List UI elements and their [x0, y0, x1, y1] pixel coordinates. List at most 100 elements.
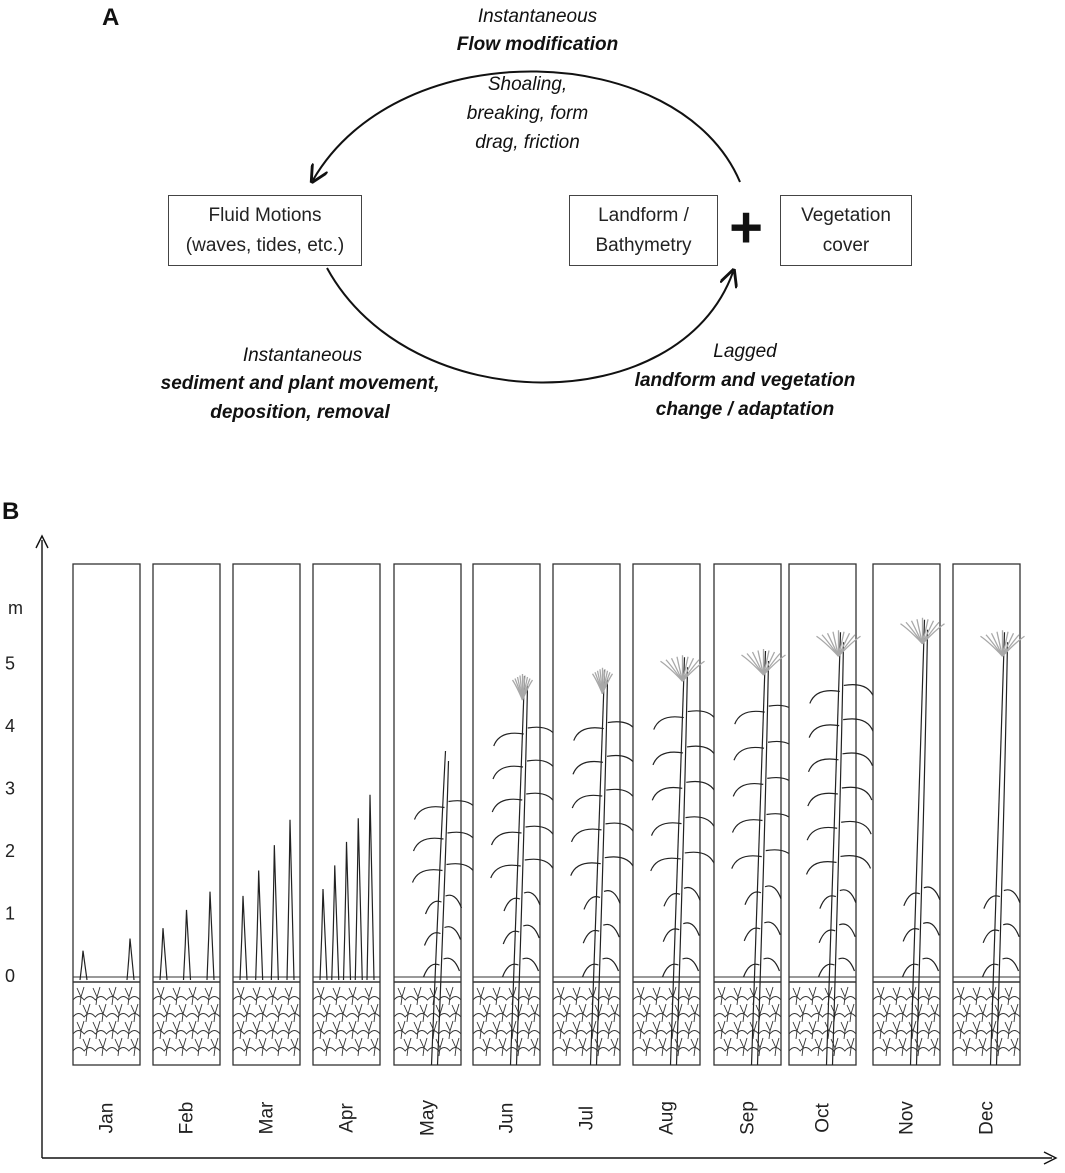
- month-label-jul: Jul: [577, 1106, 598, 1130]
- shoot: [182, 909, 192, 981]
- panicle: [741, 649, 786, 676]
- leaf: [444, 926, 462, 940]
- stem: [509, 675, 526, 1066]
- cycle-arrows: [0, 70, 741, 384]
- root: [274, 1003, 283, 1023]
- leaf: [731, 855, 762, 869]
- month-label-apr: Apr: [337, 1103, 358, 1133]
- root: [403, 1037, 412, 1057]
- leaf: [443, 957, 461, 972]
- leaf: [1003, 889, 1021, 903]
- shoot: [270, 845, 279, 981]
- panicle-branch: [601, 673, 614, 695]
- leaf: [742, 963, 760, 978]
- rhizome-network: [232, 986, 301, 1057]
- stem: [669, 657, 686, 1066]
- month-panel-jun: Jun: [472, 563, 559, 1133]
- leaf: [581, 963, 599, 978]
- leaf: [840, 855, 872, 869]
- leaf: [662, 928, 680, 942]
- root: [814, 1003, 823, 1023]
- root: [978, 1003, 987, 1023]
- root: [892, 1020, 901, 1040]
- root: [604, 1020, 613, 1040]
- leaf: [981, 963, 999, 978]
- root: [156, 1020, 165, 1040]
- rhizome-network: [312, 986, 381, 1057]
- leaf: [819, 895, 837, 909]
- root: [972, 1020, 981, 1040]
- leaf: [523, 891, 541, 906]
- panicle: [591, 667, 614, 695]
- root: [76, 986, 85, 1006]
- root: [242, 1037, 251, 1057]
- plant: [79, 938, 135, 981]
- root: [397, 1020, 406, 1040]
- root: [572, 1020, 581, 1040]
- root: [798, 1037, 807, 1057]
- y-tick-label: 4: [5, 716, 15, 736]
- leaf: [412, 837, 444, 852]
- rhizome: [232, 1047, 301, 1052]
- stem: [756, 660, 770, 1066]
- root: [242, 1003, 251, 1023]
- month-panel-sep: Sep: [713, 563, 800, 1135]
- root: [636, 1020, 645, 1040]
- root: [882, 1037, 891, 1057]
- root: [492, 986, 501, 1006]
- leaf: [902, 928, 920, 942]
- rhizome-network: [872, 986, 941, 1057]
- y-tick-label: 2: [5, 841, 15, 861]
- leaf: [570, 828, 602, 843]
- root: [892, 986, 901, 1006]
- x-axis-arrowhead: [1043, 1151, 1058, 1165]
- leaf: [493, 732, 524, 747]
- root: [274, 1037, 283, 1057]
- root: [668, 1020, 677, 1040]
- leaf: [806, 826, 838, 841]
- root: [348, 986, 357, 1006]
- root: [578, 1003, 587, 1023]
- month-panel-may: May: [393, 563, 480, 1136]
- root: [258, 1037, 267, 1057]
- root: [498, 1037, 507, 1057]
- month-label-jan: Jan: [97, 1103, 118, 1134]
- root: [652, 1020, 661, 1040]
- plant: [159, 891, 215, 981]
- root: [354, 1037, 363, 1057]
- rhizome: [788, 1047, 857, 1052]
- root: [210, 1003, 219, 1023]
- root: [284, 1020, 293, 1040]
- panel-a-label: A: [102, 4, 120, 31]
- bottom-right-caption-process: landform and vegetation change / adaptat…: [634, 370, 856, 420]
- root: [610, 1003, 619, 1023]
- root: [771, 1037, 780, 1057]
- month-label-may: May: [418, 1100, 439, 1136]
- leaf: [490, 864, 521, 879]
- rhizome: [952, 1047, 1021, 1052]
- root: [130, 1003, 139, 1023]
- root: [808, 1020, 817, 1040]
- leaf: [422, 963, 440, 978]
- plant: [981, 632, 1021, 1066]
- rhizome: [788, 1013, 857, 1018]
- leaf: [923, 886, 941, 901]
- month-panel-nov: Nov: [872, 563, 945, 1135]
- root: [236, 986, 245, 1006]
- root: [451, 1003, 460, 1023]
- root: [652, 986, 661, 1006]
- leaf: [922, 922, 940, 936]
- root: [690, 1003, 699, 1023]
- leaf: [583, 896, 601, 910]
- root: [332, 1020, 341, 1040]
- root: [898, 1003, 907, 1023]
- root: [765, 1020, 774, 1040]
- root: [114, 1037, 123, 1057]
- rhizome-network: [552, 986, 621, 1057]
- leaf: [809, 690, 840, 704]
- root: [1004, 986, 1013, 1006]
- root: [284, 986, 293, 1006]
- leaf: [650, 857, 681, 872]
- plant: [570, 669, 639, 1066]
- root: [210, 1037, 219, 1057]
